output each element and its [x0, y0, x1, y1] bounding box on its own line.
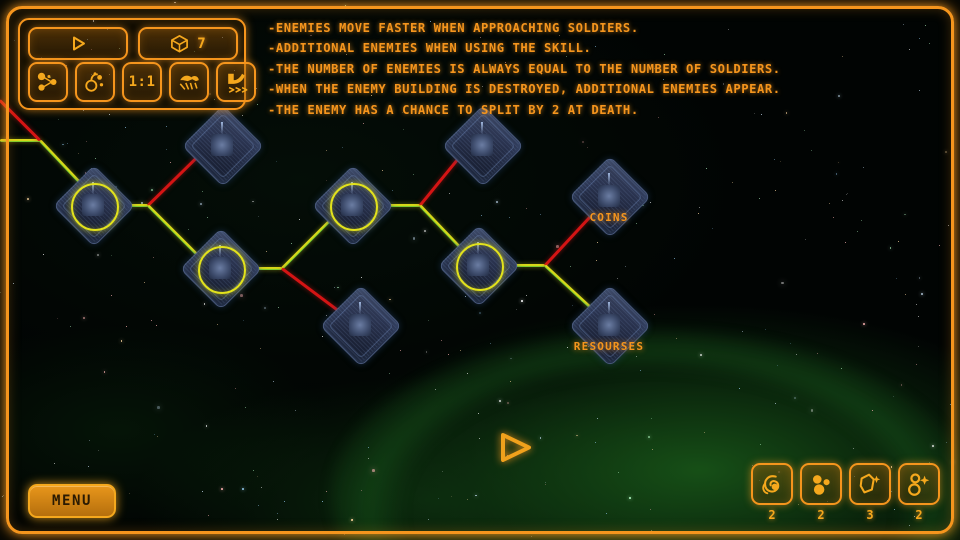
- ability-count: 2: [768, 508, 776, 522]
- play-button[interactable]: [28, 27, 128, 60]
- play-triangle-icon: [72, 36, 85, 51]
- map-node[interactable]: [319, 284, 403, 368]
- node-capture-ring: [71, 183, 119, 231]
- node-spire: [608, 173, 610, 185]
- node-core: [211, 134, 233, 156]
- network-nodes-icon: [37, 72, 57, 91]
- fast-forward-icon: [227, 73, 247, 93]
- ability-shield[interactable]: 3: [849, 463, 891, 522]
- briefing-text: -ENEMIES MOVE FASTER WHEN APPROACHING SO…: [268, 18, 828, 120]
- node-capture-ring: [456, 243, 504, 291]
- node-spire: [221, 122, 223, 134]
- node-spire: [481, 122, 483, 134]
- node-capture-ring: [198, 246, 246, 294]
- ability-count: 2: [817, 508, 825, 522]
- map-node[interactable]: [568, 155, 652, 239]
- ability-summon[interactable]: 2: [898, 463, 940, 522]
- node-capture-ring: [330, 183, 378, 231]
- control-panel: 7: [18, 18, 256, 110]
- node-spire: [359, 302, 361, 314]
- map-link: [0, 138, 40, 142]
- units-view-button[interactable]: [75, 62, 115, 102]
- map-node[interactable]: [179, 227, 263, 311]
- cluster-dots-icon[interactable]: [800, 463, 842, 505]
- node-core: [598, 185, 620, 207]
- cube-icon: [171, 35, 189, 53]
- summon-star-icon[interactable]: [898, 463, 940, 505]
- ability-count: 3: [866, 508, 874, 522]
- node-core: [471, 134, 493, 156]
- briefing-line: -ENEMIES MOVE FASTER WHEN APPROACHING SO…: [268, 21, 639, 35]
- map-node[interactable]: [52, 164, 136, 248]
- node-core: [598, 314, 620, 336]
- ratio-button[interactable]: 1:1: [122, 62, 162, 102]
- network-view-button[interactable]: [28, 62, 68, 102]
- map-node[interactable]: [181, 104, 265, 188]
- resource-count: 7: [197, 35, 206, 52]
- unit-spawn-icon: [85, 72, 104, 92]
- ability-bar: 2 2 3 2: [751, 463, 940, 522]
- map-node-label: RESOURSES: [573, 340, 645, 353]
- terrain-view-button[interactable]: [169, 62, 209, 102]
- ratio-label: 1:1: [128, 74, 156, 90]
- briefing-line: -THE ENEMY HAS A CHANCE TO SPLIT BY 2 AT…: [268, 102, 639, 117]
- ability-split[interactable]: 2: [800, 463, 842, 522]
- map-node[interactable]: [568, 284, 652, 368]
- map-node[interactable]: [311, 164, 395, 248]
- map-node[interactable]: [441, 104, 525, 188]
- ability-count: 2: [915, 508, 923, 522]
- map-node-label: COINS: [589, 211, 629, 224]
- shield-star-icon[interactable]: [849, 463, 891, 505]
- node-spire: [608, 302, 610, 314]
- node-core: [349, 314, 371, 336]
- briefing-line: -ADDITIONAL ENEMIES WHEN USING THE SKILL…: [268, 41, 592, 56]
- swirl-icon[interactable]: [751, 463, 793, 505]
- briefing-line: -WHEN THE ENEMY BUILDING IS DESTROYED, A…: [268, 82, 781, 97]
- menu-button-label: MENU: [51, 493, 93, 509]
- menu-button[interactable]: MENU: [28, 484, 116, 518]
- speed-button[interactable]: [216, 62, 256, 102]
- terrain-map-icon: [179, 75, 199, 90]
- resource-counter[interactable]: 7: [138, 27, 238, 60]
- briefing-line: -THE NUMBER OF ENEMIES IS ALWAYS EQUAL T…: [268, 61, 781, 76]
- map-node[interactable]: [437, 224, 521, 308]
- cursor-triangle-icon: [501, 433, 531, 462]
- ability-shockwave[interactable]: 2: [751, 463, 793, 522]
